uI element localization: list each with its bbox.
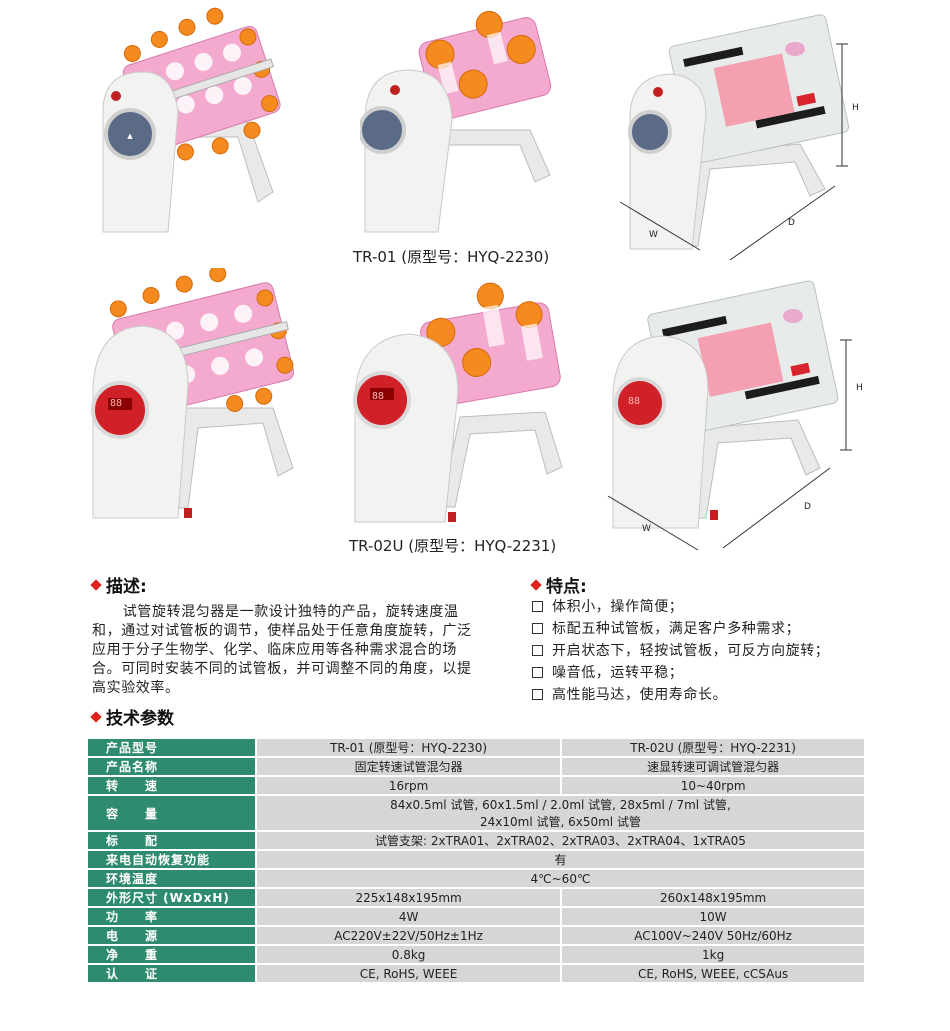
spec-value: AC220V±22V/50Hz±1Hz — [256, 927, 561, 944]
dimension-label-w: W — [649, 230, 658, 240]
dimension-label-h: H — [852, 103, 859, 113]
red-diamond-icon — [90, 710, 102, 723]
table-row: 产品名称固定转速试管混匀器速显转速可调试管混匀器 — [88, 758, 864, 775]
spec-value-line: 24x10ml 试管, 6x50ml 试管 — [480, 815, 641, 829]
table-row: 来电自动恢复功能 有 — [88, 851, 864, 868]
spec-value: 0.8kg — [256, 946, 561, 963]
spec-value: TR-02U (原型号：HYQ-2231) — [562, 739, 864, 756]
svg-text:▲: ▲ — [127, 132, 133, 140]
spec-value-line: 84x0.5ml 试管, 60x1.5ml / 2.0ml 试管, 28x5ml… — [390, 798, 731, 812]
spec-value: 固定转速试管混匀器 — [256, 758, 561, 775]
spec-value: 16rpm — [256, 777, 561, 794]
display-digits-tr02u-right: 88 — [628, 396, 641, 407]
dimension-label-d-2: D — [804, 502, 811, 512]
product-photo-tr01-small-rack: ▲ — [88, 2, 293, 242]
features-heading-text: 特点: — [546, 577, 587, 597]
display-digits-tr02u-middle: 88 — [372, 391, 385, 402]
feature-item: 高性能马达，使用寿命长。 — [532, 683, 932, 705]
product-photo-tr01-bag-rack — [610, 14, 860, 264]
spec-value: CE, RoHS, WEEE — [256, 965, 561, 982]
spec-value: 10W — [562, 908, 864, 925]
product-photo-tr01-large-rack — [360, 10, 555, 235]
checkbox-icon — [532, 644, 543, 656]
description-heading-text: 描述: — [106, 577, 147, 597]
spec-value: 试管支架: 2xTRA01、2xTRA02、2xTRA03、2xTRA04、1x… — [256, 832, 864, 849]
spec-value: 225x148x195mm — [256, 889, 561, 906]
spec-value: 速显转速可调试管混匀器 — [562, 758, 864, 775]
product-photo-tr02u-bag-rack — [598, 278, 860, 553]
dimension-label-h-2: H — [856, 383, 863, 393]
description-heading: 描述: — [90, 572, 147, 597]
dimension-label-d: D — [788, 218, 795, 228]
spec-value: AC100V~240V 50Hz/60Hz — [562, 927, 864, 944]
spec-label: 认 证 — [88, 965, 255, 982]
spec-value: 260x148x195mm — [562, 889, 864, 906]
specs-heading: 技术参数 — [90, 704, 174, 729]
spec-label: 功 率 — [88, 908, 255, 925]
spec-label: 产品名称 — [88, 758, 255, 775]
spec-value: 10~40rpm — [562, 777, 864, 794]
features-list: 体积小，操作简便； 标配五种试管板，满足客户多种需求； 开启状态下，轻按试管板，… — [532, 595, 932, 705]
spec-label: 来电自动恢复功能 — [88, 851, 255, 868]
spec-label: 产品型号 — [88, 739, 255, 756]
description-text: 试管旋转混匀器是一款设计独特的产品，旋转速度温和，通过对试管板的调节，使样品处于… — [92, 604, 472, 696]
spec-label: 转 速 — [88, 777, 255, 794]
table-row: 容 量 84x0.5ml 试管, 60x1.5ml / 2.0ml 试管, 28x… — [88, 796, 864, 830]
spec-value: TR-01 (原型号：HYQ-2230) — [256, 739, 561, 756]
spec-label: 电 源 — [88, 927, 255, 944]
spec-value: 84x0.5ml 试管, 60x1.5ml / 2.0ml 试管, 28x5ml… — [256, 796, 864, 830]
red-diamond-icon — [530, 578, 542, 591]
specs-heading-text: 技术参数 — [106, 709, 174, 729]
spec-value-line: 试管支架: 2xTRA01、2xTRA02、2xTRA03、2xTRA04、1x… — [375, 834, 746, 848]
spec-label: 环境温度 — [88, 870, 255, 887]
features-heading: 特点: — [530, 572, 587, 597]
spec-value: CE, RoHS, WEEE, cCSAus — [562, 965, 864, 982]
spec-label: 外形尺寸 (WxDxH) — [88, 889, 255, 906]
feature-item: 噪音低，运转平稳； — [532, 661, 932, 683]
spec-value: 1kg — [562, 946, 864, 963]
checkbox-icon — [532, 688, 543, 700]
spec-label: 净 重 — [88, 946, 255, 963]
table-row: 环境温度 4℃~60℃ — [88, 870, 864, 887]
spec-value: 4℃~60℃ — [256, 870, 864, 887]
product-photo-tr02u-small-rack — [88, 268, 303, 530]
product-photo-tr02u-large-rack — [350, 282, 565, 527]
table-row: 标 配 试管支架: 2xTRA01、2xTRA02、2xTRA03、2xTRA04… — [88, 832, 864, 849]
product-caption-tr02u: TR-02U (原型号：HYQ-2231) — [349, 537, 557, 555]
spec-value-line: 4℃~60℃ — [530, 871, 591, 886]
spec-value: 有 — [256, 851, 864, 868]
feature-item: 标配五种试管板，满足客户多种需求； — [532, 617, 932, 639]
spec-value: 4W — [256, 908, 561, 925]
checkbox-icon — [532, 600, 543, 612]
checkbox-icon — [532, 622, 543, 634]
spec-label: 标 配 — [88, 832, 255, 849]
spec-label: 容 量 — [88, 796, 255, 830]
product-caption-tr01: TR-01 (原型号：HYQ-2230) — [353, 248, 550, 266]
spec-value-line: 有 — [554, 853, 567, 867]
feature-item: 开启状态下，轻按试管板，可反方向旋转； — [532, 639, 932, 661]
description-body: 试管旋转混匀器是一款设计独特的产品，旋转速度温和，通过对试管板的调节，使样品处于… — [92, 603, 476, 698]
checkbox-icon — [532, 666, 543, 678]
red-diamond-icon — [90, 578, 102, 591]
display-digits-tr02u-left: 88 — [110, 398, 123, 409]
dimension-label-w-2: W — [642, 524, 651, 534]
feature-item: 体积小，操作简便； — [532, 595, 932, 617]
